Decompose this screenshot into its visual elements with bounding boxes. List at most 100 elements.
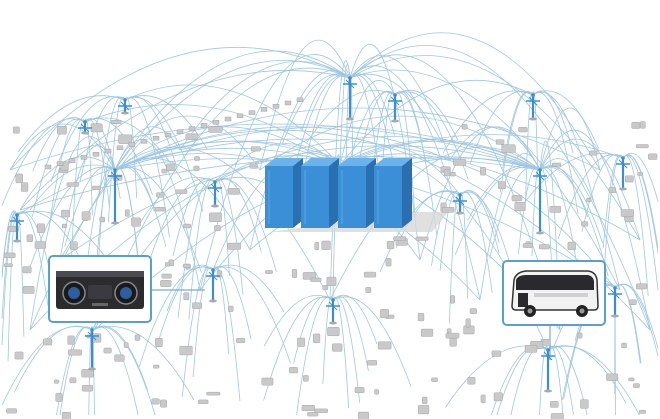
link-arc bbox=[614, 283, 659, 357]
ground-device bbox=[236, 113, 244, 119]
ground-device bbox=[160, 280, 172, 287]
ground-devices bbox=[3, 97, 658, 419]
ground-device bbox=[185, 133, 198, 140]
link-arc bbox=[539, 158, 621, 291]
ground-device bbox=[491, 350, 502, 357]
camera-callout bbox=[48, 255, 152, 323]
link-arc bbox=[349, 74, 396, 174]
ground-device bbox=[183, 223, 191, 229]
ground-device bbox=[20, 182, 29, 192]
ground-device bbox=[631, 122, 641, 129]
ground-device bbox=[374, 389, 379, 395]
link-arc bbox=[1, 212, 18, 345]
link-arc bbox=[349, 55, 451, 161]
ground-device bbox=[637, 172, 643, 176]
ground-device bbox=[327, 327, 340, 337]
link-arc bbox=[531, 166, 541, 257]
ground-device bbox=[450, 295, 455, 304]
ground-device bbox=[501, 144, 516, 153]
ground-device bbox=[365, 287, 372, 293]
link-arc bbox=[214, 178, 230, 277]
ground-device bbox=[386, 240, 395, 250]
server-rack bbox=[265, 158, 303, 228]
ground-device bbox=[193, 165, 200, 172]
antenna-tower-icon bbox=[206, 268, 220, 303]
ground-device bbox=[227, 242, 241, 250]
antenna-towers bbox=[10, 76, 630, 393]
ground-device bbox=[92, 151, 100, 157]
ground-device bbox=[449, 337, 457, 347]
ground-device bbox=[524, 345, 538, 353]
link-arc bbox=[522, 152, 624, 205]
link-arc bbox=[395, 190, 461, 248]
link-arc bbox=[339, 79, 396, 166]
ground-device bbox=[385, 258, 392, 267]
ground-device bbox=[14, 351, 24, 360]
ground-device bbox=[166, 163, 176, 172]
link-arc bbox=[9, 46, 351, 171]
ground-device bbox=[55, 393, 63, 402]
ground-device bbox=[248, 110, 256, 115]
ground-device bbox=[648, 153, 658, 160]
ground-device bbox=[586, 197, 592, 203]
antenna-tower-icon bbox=[388, 93, 402, 123]
link-arc bbox=[114, 166, 167, 248]
ground-device bbox=[209, 212, 222, 222]
ground-device bbox=[453, 159, 467, 166]
ground-device bbox=[34, 241, 46, 249]
ground-device bbox=[182, 263, 191, 268]
ground-device bbox=[114, 354, 125, 362]
link-arc bbox=[16, 212, 25, 337]
ground-device bbox=[179, 345, 193, 356]
link-arc bbox=[622, 154, 659, 248]
ground-device bbox=[450, 171, 456, 177]
server-rack bbox=[301, 158, 339, 228]
link-arc bbox=[539, 107, 601, 171]
link-arc bbox=[79, 96, 126, 182]
link-arc bbox=[179, 60, 351, 151]
link-arc bbox=[547, 345, 588, 416]
ground-device bbox=[99, 216, 105, 223]
ground-device bbox=[26, 234, 33, 242]
ground-device bbox=[228, 305, 234, 312]
bus-callout bbox=[502, 260, 606, 326]
link-arc bbox=[71, 119, 86, 261]
link-arc bbox=[349, 44, 651, 331]
ground-device bbox=[224, 116, 232, 122]
ground-device bbox=[176, 129, 184, 135]
ground-device bbox=[461, 124, 468, 130]
ground-device bbox=[56, 125, 67, 135]
ground-device bbox=[358, 411, 369, 419]
link-arc bbox=[124, 97, 204, 212]
link-arc bbox=[155, 266, 214, 350]
ground-device bbox=[152, 135, 160, 141]
ground-device bbox=[580, 399, 589, 409]
link-arc bbox=[84, 104, 341, 166]
link-arc bbox=[332, 294, 378, 345]
ground-device bbox=[628, 299, 637, 305]
ground-device bbox=[588, 150, 598, 156]
server-rack-icon bbox=[265, 158, 412, 228]
link-arc bbox=[332, 297, 350, 409]
link-arc bbox=[339, 140, 541, 171]
ground-device bbox=[110, 120, 122, 124]
ground-device bbox=[284, 100, 292, 106]
ground-device bbox=[208, 126, 223, 133]
ground-device bbox=[291, 269, 298, 278]
link-arc bbox=[1, 210, 18, 274]
link-arc bbox=[114, 166, 202, 274]
link-arc bbox=[64, 166, 116, 247]
ground-device bbox=[68, 349, 82, 356]
link-arc bbox=[622, 155, 659, 291]
link-arc bbox=[379, 191, 461, 273]
link-arc bbox=[124, 96, 138, 198]
ground-device bbox=[550, 401, 559, 408]
link-arc bbox=[499, 91, 534, 193]
ground-device bbox=[250, 146, 261, 152]
link-arc bbox=[172, 178, 216, 257]
ground-device bbox=[289, 367, 298, 374]
ground-device bbox=[417, 312, 425, 322]
link-arc bbox=[322, 296, 334, 384]
link-arc bbox=[91, 326, 156, 416]
